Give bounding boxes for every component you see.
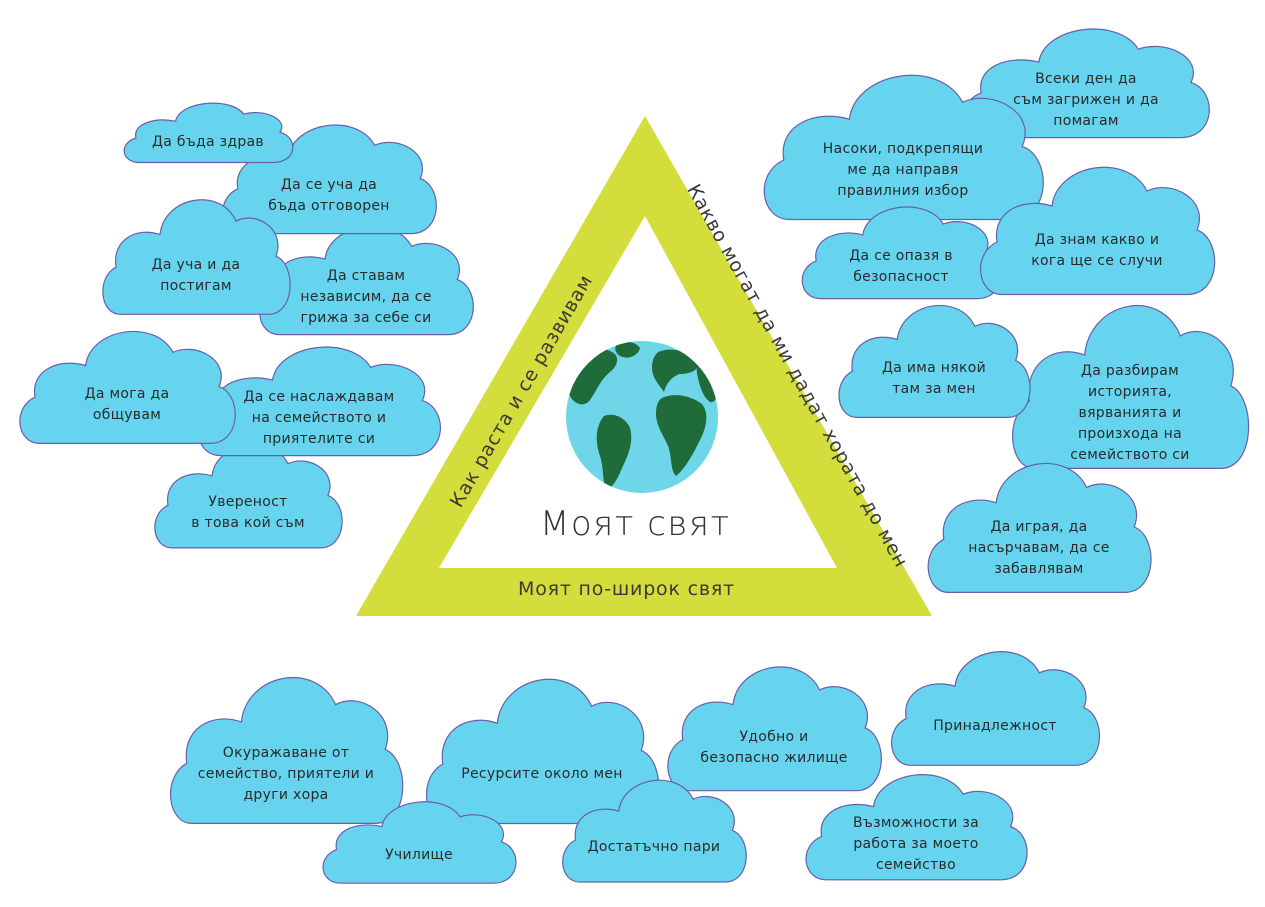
cloud-label: Училище [385,846,453,863]
cloud-label: Насоки, подкрепящи ме да направя правилн… [822,140,984,199]
cloud-prinadlezhnost: Принадлежност [884,638,1106,772]
cloud-uchat: Да уча и да постигам [96,186,296,321]
cloud-obshtuvam: Да мога да общувам [12,318,242,450]
cloud-label: Да знам какво и кога ще се случи [1031,232,1163,269]
cloud-label: Възможности за работа за моето семейство [852,814,980,873]
cloud-shape [123,102,294,164]
cloud-label: Удобно и безопасно жилище [700,729,848,766]
cloud-resursi: Ресурсите около мен [418,662,666,832]
cloud-nezavisim: Да ставам независим, да се грижа за себе… [252,213,480,341]
cloud-vseki-den: Всеки ден да съм загрижен и да помагам [955,16,1217,144]
cloud-shape [102,199,291,315]
cloud-uchilishte: Училище [316,792,522,888]
cloud-znam: Да знам какво и кога ще се случи [972,152,1222,302]
cloud-nasoki: Насоки, подкрепящи ме да направя правилн… [754,58,1052,228]
cloud-shape [927,463,1152,593]
cloud-shape [667,666,882,792]
cloud-shape [980,166,1216,296]
cloud-shape [170,677,404,824]
cloud-razbiram: Да разбирам историята, вярванията и прои… [1004,286,1256,478]
cloud-zdrav: Да бъда здрав [118,96,298,166]
cloud-shape [891,651,1101,766]
cloud-label: Увереност в това кой съм [191,494,305,531]
cloud-shape [763,74,1044,221]
cloud-otvoren: Да се уча да бъда отговорен [215,112,443,240]
cloud-label: Да се уча да бъда отговорен [268,177,390,214]
cloud-vazmozhnosti: Възможности за работа за моето семейство [798,762,1034,886]
diagram-title: Моят свят [540,504,731,544]
cloud-uverenost: Увереност в това кой съм [148,432,348,554]
cloud-shape [562,779,747,883]
cloud-shape [426,678,660,825]
triangle-band [356,116,932,616]
cloud-label: Да се опазя в безопасност [849,248,953,285]
cloud-label: Да се наслаждавам на семейството и прият… [243,388,395,447]
cloud-label: Да има някой там за мен [882,360,986,397]
cloud-label: Да уча и да постигам [151,256,241,294]
cloud-label: Да играя, да насърчавам, да се забавлява… [968,518,1110,577]
triangle-bottom-label: Моят по-широк свят [518,578,735,600]
cloud-naslazhdavam: Да се наслаждавам на семейството и прият… [190,334,448,462]
cloud-label: Да разбирам историята, вярванията и прои… [1070,362,1190,463]
cloud-igraya: Да играя, да насърчавам, да се забавлява… [920,448,1158,600]
cloud-pari: Достатъчно пари [556,768,752,888]
cloud-label: Да ставам независим, да се грижа за себе… [300,267,432,326]
cloud-shape [19,330,236,444]
cloud-opazya: Да се опазя в безопасност [795,196,1007,304]
cloud-shape [222,124,437,235]
cloud-label: Всеки ден да съм загрижен и да помагам [1013,70,1159,129]
cloud-shape [963,28,1210,139]
cloud-shape [838,304,1031,418]
cloud-label: Да бъда здрав [152,133,264,150]
cloud-label: Достатъчно пари [587,838,721,855]
cloud-shape [805,774,1028,881]
cloud-nyakoi: Да има някой там за мен [832,292,1036,424]
cloud-zhilishte: Удобно и безопасно жилище [660,652,888,798]
cloud-label: Ресурсите около мен [461,765,623,782]
cloud-shape [322,801,517,884]
cloud-okurazhavane: Окуражаване от семейство, приятели и дру… [162,660,410,832]
cloud-label: Да мога да общувам [84,386,170,423]
cloud-label: Окуражаване от семейство, приятели и дру… [197,744,375,803]
cloud-label: Принадлежност [933,717,1057,734]
